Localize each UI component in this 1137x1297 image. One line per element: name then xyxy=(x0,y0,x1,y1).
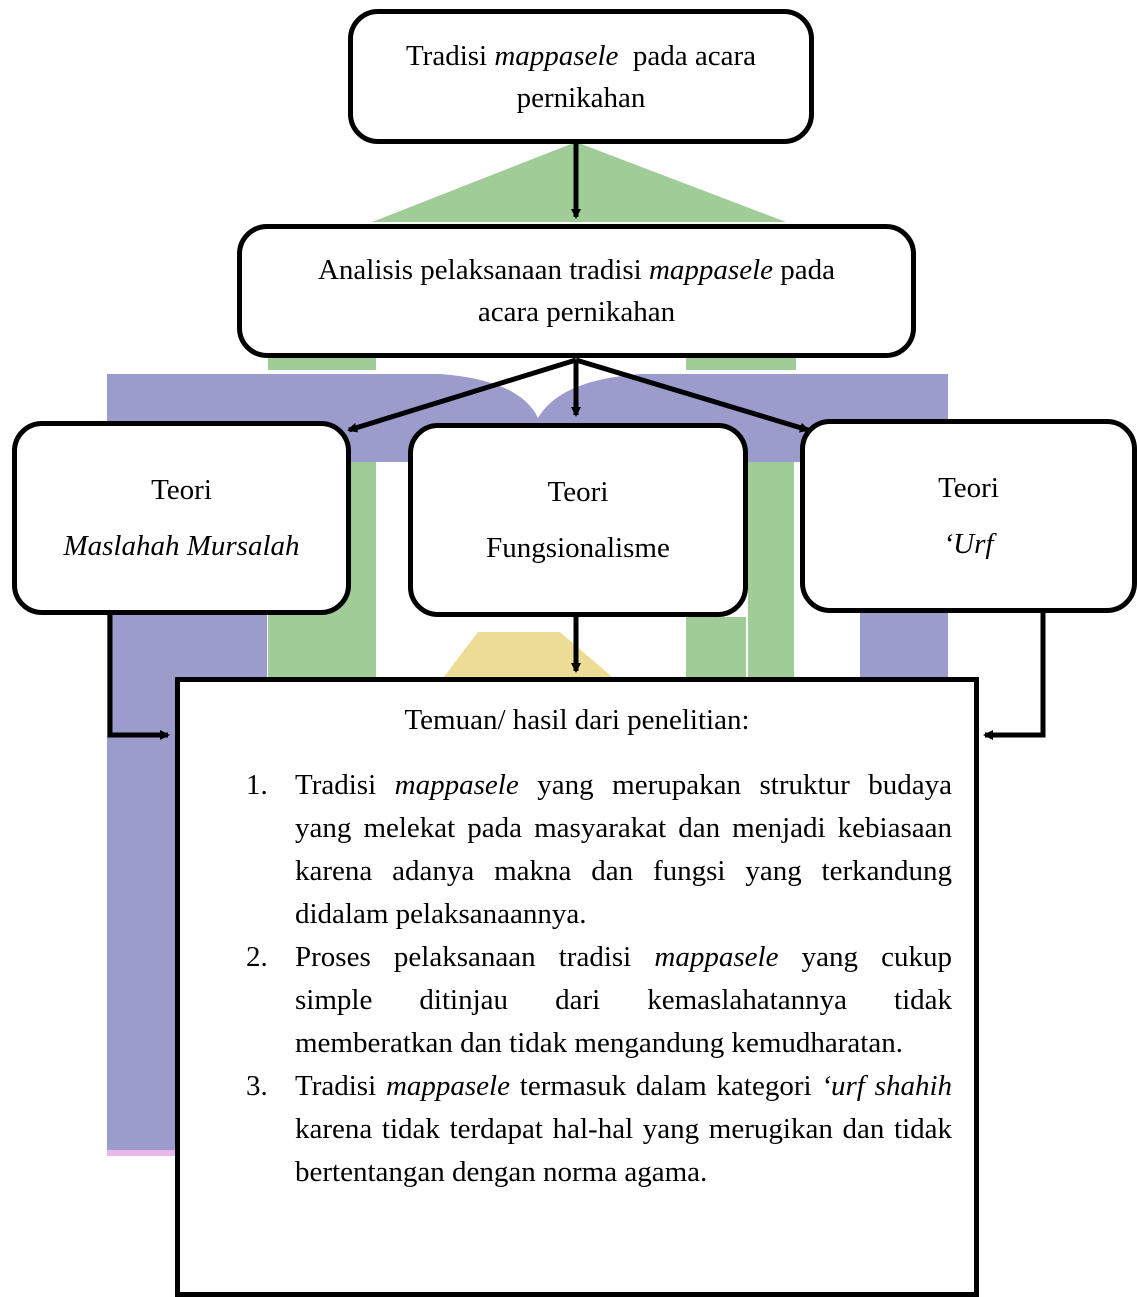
watermark-green-mid-column xyxy=(748,462,794,682)
theory-label: Teori xyxy=(547,476,609,508)
finding-item: 1.Tradisi mappasele yang merupakan struk… xyxy=(246,764,952,936)
tradition-box: Tradisi mappasele pada acara pernikahan xyxy=(348,9,814,144)
theory-box-fungsionalisme: Teori Fungsionalisme xyxy=(408,423,748,617)
findings-box: Temuan/ hasil dari penelitian: 1.Tradisi… xyxy=(175,677,979,1297)
theory-label: Teori xyxy=(938,472,999,504)
watermark-yellow-mark xyxy=(440,632,618,682)
findings-list: 1.Tradisi mappasele yang merupakan struk… xyxy=(246,764,952,1194)
theory-name: ‘Urf xyxy=(943,528,994,560)
finding-number: 3. xyxy=(246,1070,268,1102)
finding-item: 2.Proses pelaksanaan tradisi mappasele y… xyxy=(246,936,952,1065)
finding-item: 3.Tradisi mappasele termasuk dalam kateg… xyxy=(246,1065,952,1194)
finding-number: 1. xyxy=(246,769,268,801)
analysis-box-line-1: Analisis pelaksanaan tradisi mappasele p… xyxy=(317,254,836,286)
tradition-box-line-2: pernikahan xyxy=(516,81,646,114)
watermark-green-left-stub xyxy=(268,356,376,370)
watermark-pink-edge xyxy=(107,1150,177,1156)
theory-label: Teori xyxy=(151,474,212,506)
theory-name: Maslahah Mursalah xyxy=(63,530,300,562)
findings-title: Temuan/ hasil dari penelitian: xyxy=(404,704,750,736)
watermark-green-roof xyxy=(372,142,786,222)
watermark-green-right-column xyxy=(686,617,746,682)
analysis-box: Analisis pelaksanaan tradisi mappasele p… xyxy=(237,224,916,358)
theory-name: Fungsionalisme xyxy=(486,532,670,564)
theory-box-maslahah-mursalah: Teori Maslahah Mursalah xyxy=(12,421,351,615)
analysis-box-line-2: acara pernikahan xyxy=(477,296,676,328)
watermark-green-right-stub xyxy=(686,356,796,370)
tradition-box-line-1: Tradisi mappasele pada acara xyxy=(405,39,757,72)
theory-box-urf: Teori ‘Urf xyxy=(800,419,1137,613)
finding-number: 2. xyxy=(246,941,268,973)
